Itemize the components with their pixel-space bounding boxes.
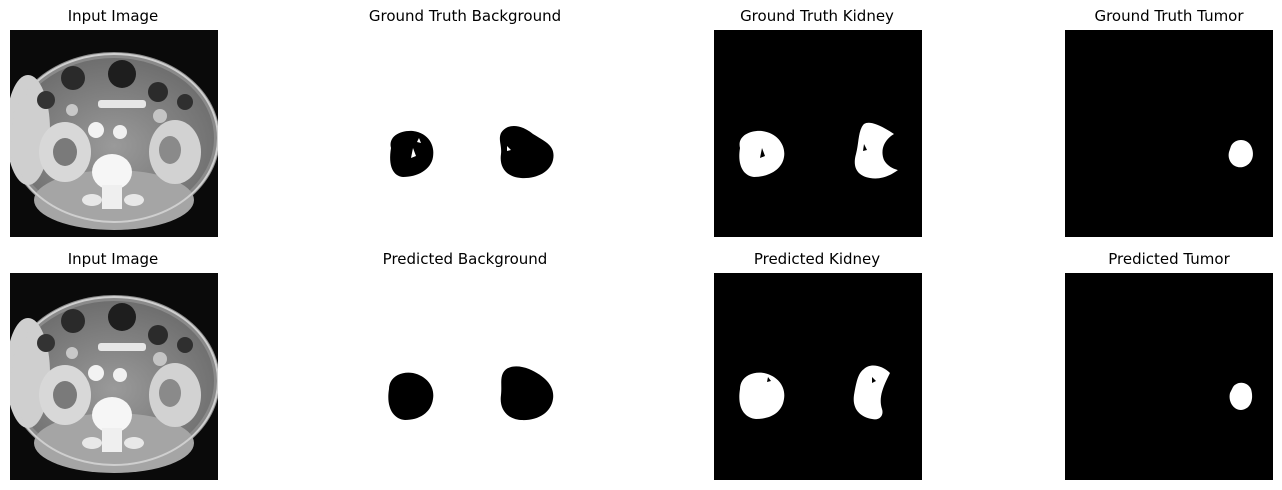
gt-background-mask [361,30,569,237]
panel-gt-background [361,30,569,237]
panel-title-pred-tumor: Predicted Tumor [1108,250,1230,268]
gt-tumor-mask [1065,30,1273,237]
panel-title-pred-background: Predicted Background [382,250,548,268]
gt-kidney-mask [714,30,922,237]
panel-title-gt-kidney: Ground Truth Kidney [740,7,894,25]
panel-gt-tumor [1065,30,1273,237]
panel-input-image-bottom [10,273,218,480]
pred-tumor-mask [1065,273,1273,480]
panel-title-input-gt: Input Image [67,7,159,25]
panel-title-pred-kidney: Predicted Kidney [753,250,881,268]
ct-scan-image [10,30,218,237]
panel-gt-kidney [714,30,922,237]
panel-input-image-top [10,30,218,237]
panel-title-input-pred: Input Image [67,250,159,268]
panel-pred-tumor [1065,273,1273,480]
pred-background-mask [361,273,569,480]
panel-title-gt-background: Ground Truth Background [368,7,562,25]
pred-kidney-mask [714,273,922,480]
panel-title-gt-tumor: Ground Truth Tumor [1094,7,1244,25]
ct-scan-image [10,273,218,480]
panel-pred-background [361,273,569,480]
panel-pred-kidney [714,273,922,480]
